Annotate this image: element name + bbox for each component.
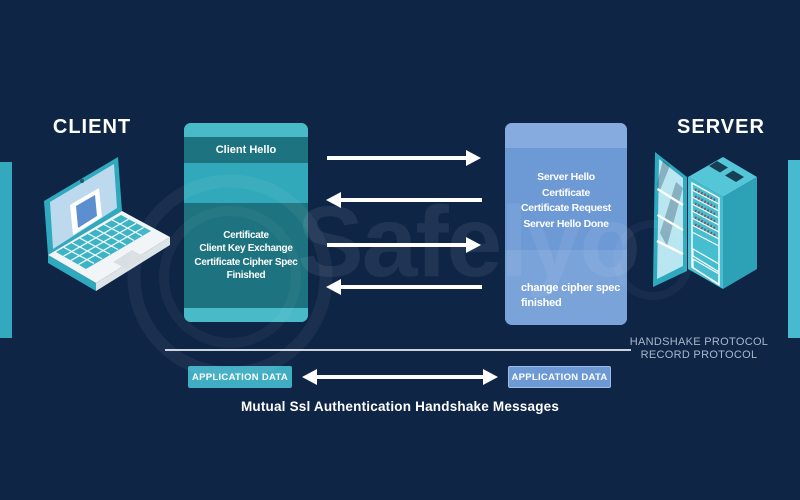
server-box-top-strip xyxy=(505,123,627,148)
rack-top-face xyxy=(688,157,757,197)
server-label: SERVER xyxy=(677,116,765,138)
rack-door-glass xyxy=(657,159,683,279)
rack-side-face xyxy=(723,177,757,289)
client-hello-segment: Client Hello xyxy=(184,137,308,163)
laptop-touchpad xyxy=(113,250,145,269)
record-protocol-label: RECORD PROTOCOL xyxy=(640,349,758,361)
server-flow-box: Server Hello Certificate Certificate Req… xyxy=(505,123,627,325)
protocol-labels: HANDSHAKE PROTOCOL RECORD PROTOCOL xyxy=(626,336,772,362)
right-edge-accent-bar xyxy=(788,160,800,338)
server-hello-segment: Server Hello Certificate Certificate Req… xyxy=(521,171,611,230)
arrow-change-cipher-icon xyxy=(326,279,482,295)
arrow-client-hello-icon xyxy=(327,150,481,166)
laptop-camera-dot xyxy=(80,179,84,183)
protocol-divider-line xyxy=(165,349,631,351)
rack-vent xyxy=(709,161,728,173)
left-edge-accent-bar xyxy=(0,162,12,338)
server-application-data-badge: APPLICATION DATA xyxy=(508,366,611,388)
client-response-segment: Certificate Client Key Exchange Certific… xyxy=(184,203,308,308)
client-box-bottom-strip xyxy=(184,307,308,322)
client-application-data-badge: APPLICATION DATA xyxy=(188,366,292,388)
arrow-client-response-icon xyxy=(327,237,481,253)
arrow-server-hello-icon xyxy=(326,192,482,208)
server-change-cipher-segment: change cipher spec finished xyxy=(521,282,621,309)
client-laptop-icon xyxy=(44,157,170,291)
server-rack-icon xyxy=(653,152,757,289)
client-label: CLIENT xyxy=(52,116,132,138)
rack-vent xyxy=(725,170,744,182)
handshake-protocol-label: HANDSHAKE PROTOCOL xyxy=(629,336,769,348)
client-box-top-strip xyxy=(184,123,308,137)
diagram-caption: Mutual Ssl Authentication Handshake Mess… xyxy=(240,399,560,414)
server-box-bottom-section xyxy=(505,250,627,325)
laptop-screen-window-inner xyxy=(76,195,97,228)
client-flow-box: Client Hello Certificate Client Key Exch… xyxy=(184,123,308,322)
application-data-arrow-icon xyxy=(302,369,498,385)
